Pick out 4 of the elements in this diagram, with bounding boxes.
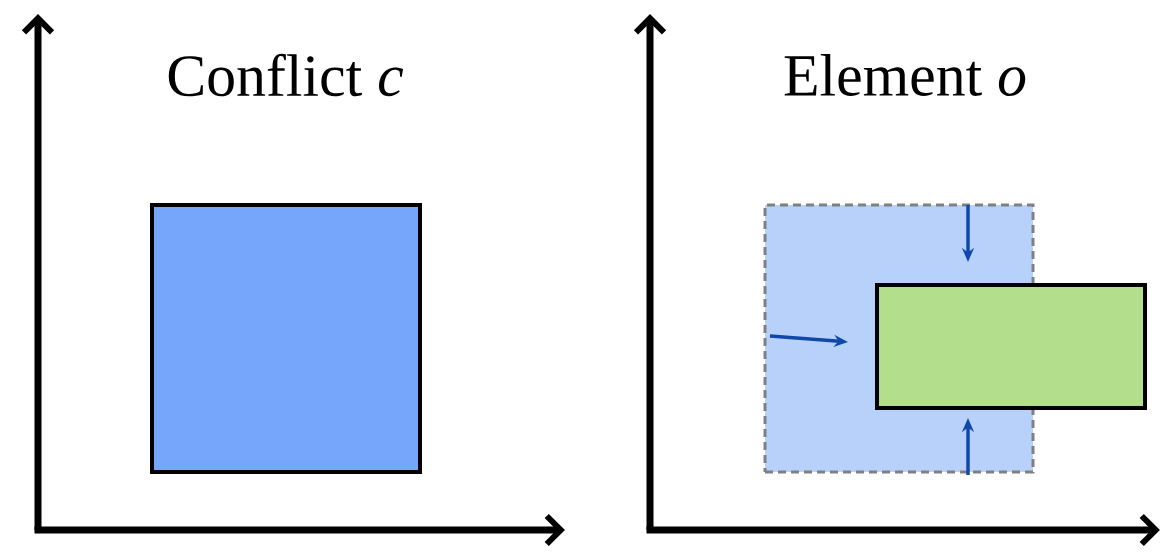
rectangle [875, 283, 1147, 410]
panel-title: Conflict c [168, 53, 404, 97]
square [150, 203, 422, 474]
panel-title: Element o [784, 53, 1026, 96]
